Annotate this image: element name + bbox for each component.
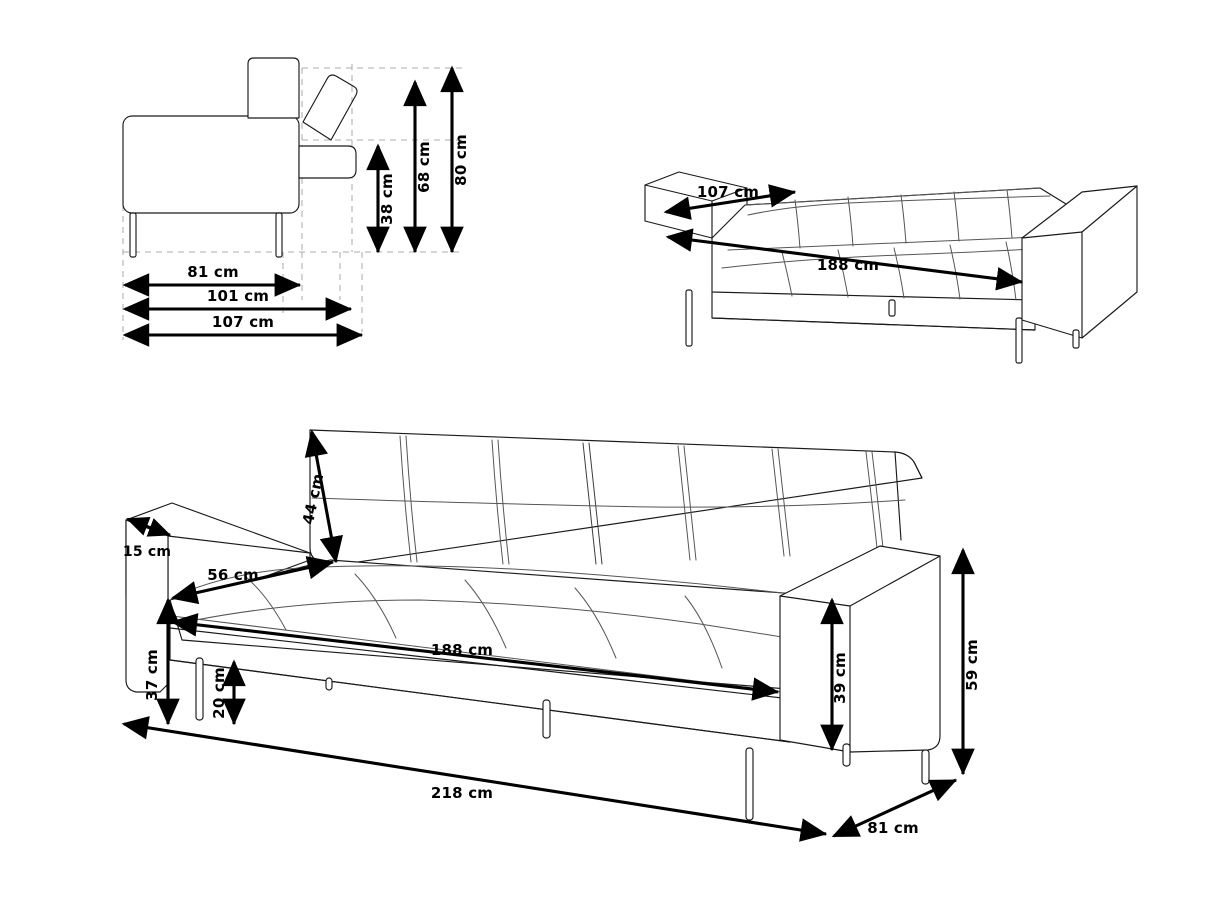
sofa-right-armrest — [779, 545, 941, 753]
side-view-group: 38 cm 68 cm 80 cm 81 cm 101 cm — [122, 57, 470, 347]
side-view-sofa-body — [122, 57, 358, 258]
dimension-label-107cm: 107 cm — [212, 313, 274, 331]
dimension-sofa-h-37: 37 cm — [143, 597, 180, 726]
dimension-label-seat-188cm: 188 cm — [431, 641, 493, 659]
dimension-sofa-d-81: 81 cm — [831, 778, 958, 838]
dimension-sofa-arm-39: 39 cm — [820, 597, 849, 752]
dimension-sofa-h-59: 59 cm — [951, 547, 981, 776]
dimension-label-101cm: 101 cm — [207, 287, 269, 305]
dimension-label-37cm: 37 cm — [143, 649, 161, 701]
dimension-label-bed-188cm: 188 cm — [817, 256, 879, 274]
dimension-sofa-leg-20: 20 cm — [210, 659, 246, 726]
dimension-label-15cm: 15 cm — [123, 544, 171, 560]
dimension-label-81cm: 81 cm — [867, 819, 919, 837]
dimension-label-38cm: 38 cm — [378, 173, 396, 225]
dimension-label-218cm: 218 cm — [431, 784, 493, 802]
dimension-label-bed-107cm: 107 cm — [697, 183, 759, 201]
dimension-side-h-68: 68 cm — [403, 79, 433, 254]
dimension-side-w-81: 81 cm — [122, 263, 302, 297]
dimension-label-80cm: 80 cm — [452, 134, 470, 186]
dimension-label-56cm: 56 cm — [207, 566, 259, 584]
dimension-bed-depth-107: 107 cm — [663, 183, 797, 220]
bed-legs — [685, 289, 1080, 364]
dimension-side-h-38: 38 cm — [366, 143, 396, 254]
sofa-seat — [169, 559, 881, 743]
dimension-sofa-arm-15: 15 cm — [123, 516, 171, 560]
dimension-label-39cm: 39 cm — [831, 652, 849, 704]
dimension-label-59cm: 59 cm — [963, 639, 981, 691]
dimension-side-h-80: 80 cm — [440, 65, 470, 254]
dimension-bed-length-188: 188 cm — [665, 228, 1024, 291]
dimension-label-68cm: 68 cm — [415, 141, 433, 193]
dimension-label-20cm: 20 cm — [210, 667, 228, 719]
dimension-sofa-w-218: 218 cm — [121, 716, 828, 842]
bed-view-group: 107 cm 188 cm — [644, 171, 1138, 364]
dimension-side-w-107: 107 cm — [122, 313, 364, 347]
dimension-sofa-seat-56: 56 cm — [170, 556, 335, 605]
sofa-backrest-tufting — [399, 435, 884, 565]
dimension-label-81cm: 81 cm — [187, 263, 239, 281]
dimension-sofa-seat-188: 188 cm — [170, 613, 780, 701]
dimension-side-w-101: 101 cm — [122, 287, 353, 321]
sofa-backrest — [309, 429, 923, 566]
sofa-view-group: 44 cm 15 cm 56 cm 188 cm 37 cm — [121, 429, 981, 842]
